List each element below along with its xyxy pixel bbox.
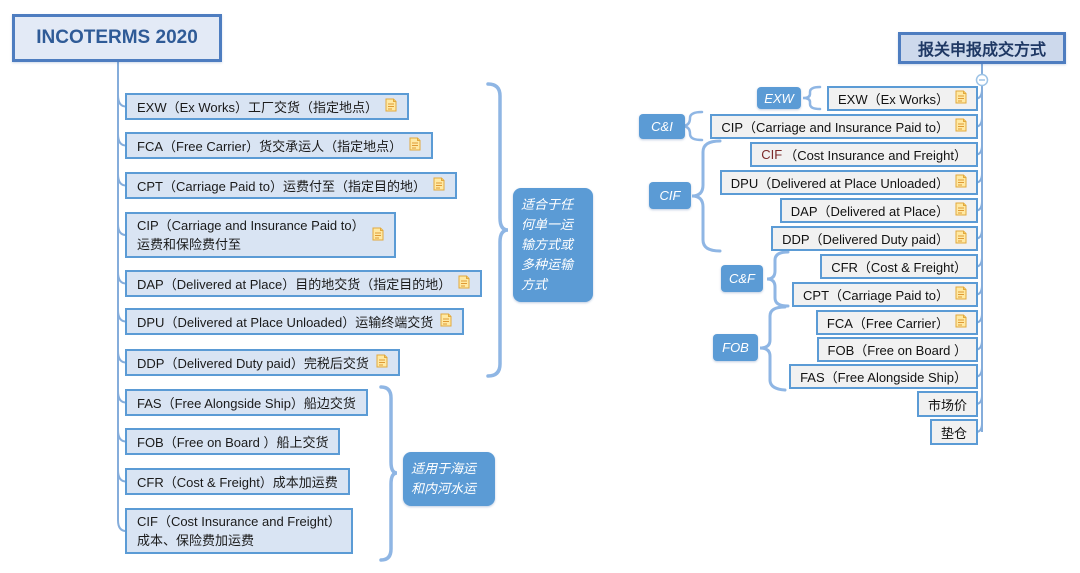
left-item-cip-label2: 运费和保险费付至 (137, 237, 242, 252)
left-item-fca-label: FCA（Free Carrier）货交承运人（指定地点） (137, 139, 403, 154)
left-item-cpt[interactable]: CPT（Carriage Paid to）运费付至（指定目的地） (125, 172, 457, 199)
right-item-cpt-label: CPT（Carriage Paid to） (803, 288, 949, 303)
right-item-fob[interactable]: FOB（Free on Board ） (816, 337, 978, 362)
left-item-dpu-label: DPU（Delivered at Place Unloaded）运输终端交货 (137, 315, 434, 330)
left-item-cfr-label: CFR（Cost & Freight）成本加运费 (137, 475, 338, 490)
group-label-fob[interactable]: FOB (713, 334, 758, 361)
right-item-cif-prefix: CIF (761, 147, 783, 162)
note-icon[interactable] (955, 230, 967, 247)
left-item-fca[interactable]: FCA（Free Carrier）货交承运人（指定地点） (125, 132, 434, 159)
group-label-exw[interactable]: EXW (757, 87, 801, 109)
note-icon[interactable] (440, 313, 452, 330)
right-item-cfr[interactable]: CFR（Cost & Freight） (820, 254, 978, 279)
right-item-cfr-label: CFR（Cost & Freight） (831, 260, 967, 275)
note-icon[interactable] (955, 174, 967, 191)
brace-multimodal (486, 82, 509, 378)
callout-multimodal-text: 适合于任何单一运输方式或多种运输方式 (521, 197, 574, 292)
left-item-dpu[interactable]: DPU（Delivered at Place Unloaded）运输终端交货 (125, 308, 465, 335)
brace-cf (766, 250, 790, 308)
right-item-market-price[interactable]: 市场价 (916, 391, 978, 417)
group-label-cf[interactable]: C&F (721, 265, 763, 292)
right-item-cpt[interactable]: CPT（Carriage Paid to） (792, 282, 978, 307)
left-item-dap-label: DAP（Delivered at Place）目的地交货（指定目的地） (137, 277, 452, 292)
right-item-cif-label: （Cost Insurance and Freight） (784, 148, 967, 163)
right-item-dpu[interactable]: DPU（Delivered at Place Unloaded） (719, 170, 978, 195)
right-item-fas-label: FAS（Free Alongside Ship） (800, 370, 967, 385)
brace-fob (759, 305, 787, 392)
left-item-fas[interactable]: FAS（Free Alongside Ship）船边交货 (125, 389, 368, 416)
callout-sea[interactable]: 适用于海运和内河水运 (403, 452, 495, 506)
note-icon[interactable] (433, 177, 445, 194)
left-item-cip-label: CIP（Carriage and Insurance Paid to） (137, 218, 365, 233)
right-item-exw[interactable]: EXW（Ex Works） (827, 86, 978, 111)
right-item-market-price-label: 市场价 (927, 397, 967, 413)
right-item-fca-label: FCA（Free Carrier） (826, 316, 949, 331)
right-item-ddp[interactable]: DDP（Delivered Duty paid） (771, 226, 978, 251)
left-item-fas-label: FAS（Free Alongside Ship）船边交货 (137, 396, 356, 411)
note-icon[interactable] (955, 202, 967, 219)
left-item-dap[interactable]: DAP（Delivered at Place）目的地交货（指定目的地） (125, 270, 483, 297)
right-item-cip[interactable]: CIP（Carriage and Insurance Paid to） (710, 114, 978, 139)
note-icon[interactable] (955, 90, 967, 107)
brace-ci (681, 110, 704, 142)
left-item-cif-label2: 成本、保险费加运费 (137, 533, 255, 548)
right-item-cip-label: CIP（Carriage and Insurance Paid to） (721, 120, 949, 135)
brace-sea (379, 385, 398, 562)
root-incoterms-label: INCOTERMS 2020 (36, 27, 198, 48)
right-item-dpu-label: DPU（Delivered at Place Unloaded） (730, 176, 949, 191)
note-icon[interactable] (372, 227, 384, 244)
note-icon[interactable] (955, 314, 967, 331)
root-incoterms-2020[interactable]: INCOTERMS 2020 (12, 14, 222, 62)
left-item-ddp[interactable]: DDP（Delivered Duty paid）完税后交货 (125, 349, 400, 376)
note-icon[interactable] (385, 98, 397, 115)
left-item-cpt-label: CPT（Carriage Paid to）运费付至（指定目的地） (137, 179, 426, 194)
right-item-dap-label: DAP（Delivered at Place） (790, 204, 949, 219)
left-item-cip[interactable]: CIP（Carriage and Insurance Paid to） 运费和保… (125, 212, 396, 258)
right-item-diancang[interactable]: 垫仓 (929, 419, 978, 445)
right-item-fob-label: FOB（Free on Board ） (827, 343, 967, 358)
group-label-ci[interactable]: C&I (639, 114, 685, 139)
right-item-ddp-label: DDP（Delivered Duty paid） (782, 232, 949, 247)
callout-multimodal[interactable]: 适合于任何单一运输方式或多种运输方式 (513, 188, 593, 302)
right-item-dap[interactable]: DAP（Delivered at Place） (779, 198, 978, 223)
note-icon[interactable] (955, 286, 967, 303)
left-item-exw[interactable]: EXW（Ex Works）工厂交货（指定地点） (125, 93, 409, 120)
right-item-cif[interactable]: CIF （Cost Insurance and Freight） (750, 142, 978, 167)
right-item-diancang-label: 垫仓 (940, 425, 967, 441)
left-item-cfr[interactable]: CFR（Cost & Freight）成本加运费 (125, 468, 350, 495)
root-customs-label: 报关申报成交方式 (917, 42, 1046, 59)
brace-exw (802, 85, 822, 111)
note-icon[interactable] (376, 354, 388, 371)
left-item-exw-label: EXW（Ex Works）工厂交货（指定地点） (137, 100, 378, 115)
right-item-fas[interactable]: FAS（Free Alongside Ship） (789, 364, 978, 389)
left-item-ddp-label: DDP（Delivered Duty paid）完税后交货 (137, 356, 369, 371)
left-item-cif-label: CIF（Cost Insurance and Freight） (137, 514, 341, 529)
brace-cif (691, 139, 722, 253)
right-item-fca[interactable]: FCA（Free Carrier） (815, 310, 978, 335)
collapse-minus-icon[interactable] (975, 73, 989, 87)
callout-sea-text: 适用于海运和内河水运 (411, 461, 477, 496)
left-item-cif[interactable]: CIF（Cost Insurance and Freight） 成本、保险费加运… (125, 508, 353, 554)
left-item-fob[interactable]: FOB（Free on Board ）船上交货 (125, 428, 341, 455)
left-item-fob-label: FOB（Free on Board ）船上交货 (137, 435, 329, 450)
group-label-cif[interactable]: CIF (649, 182, 691, 209)
note-icon[interactable] (955, 118, 967, 135)
root-customs-declaration[interactable]: 报关申报成交方式 (898, 32, 1066, 64)
note-icon[interactable] (458, 275, 470, 292)
right-item-exw-label: EXW（Ex Works） (838, 92, 949, 107)
note-icon[interactable] (409, 137, 421, 154)
